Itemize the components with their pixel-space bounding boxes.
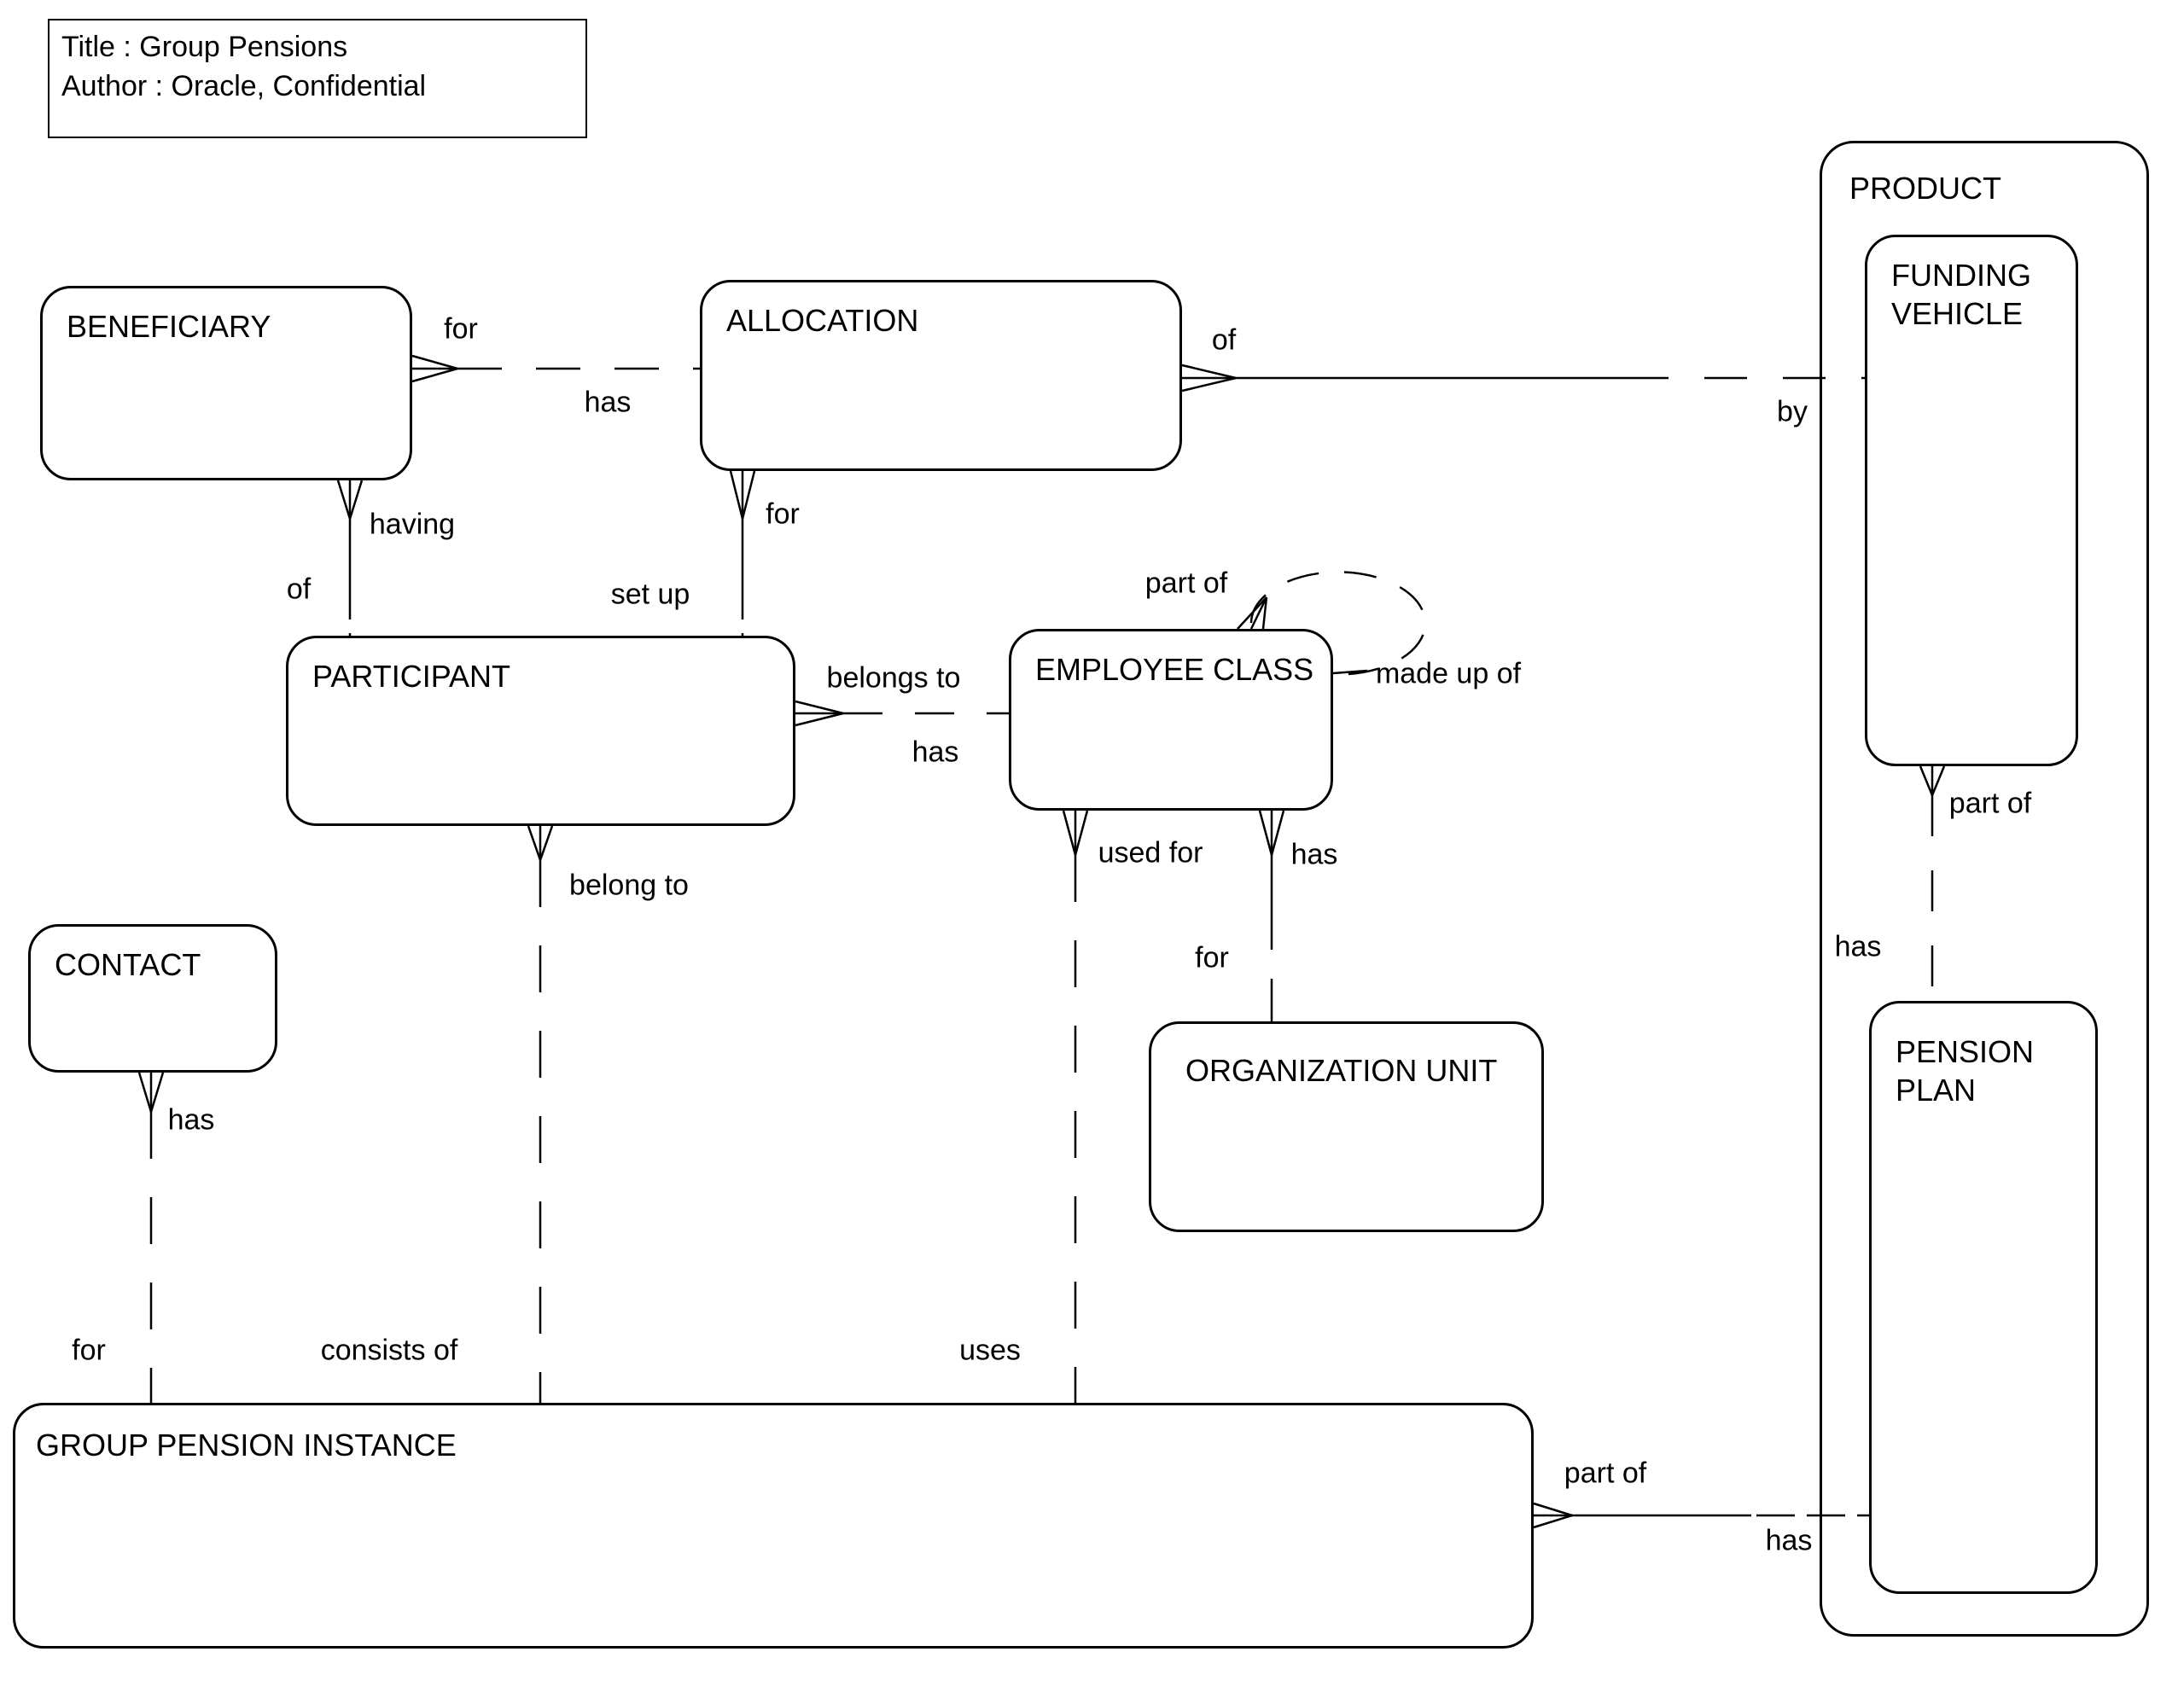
rel-label-alloc-fv-of: of bbox=[1211, 323, 1237, 357]
rel-label-part-ec-belongs-to: belongs to bbox=[826, 661, 961, 695]
entity-employee-class-label: EMPLOYEE CLASS bbox=[1035, 652, 1314, 687]
entity-employee-class[interactable]: EMPLOYEE CLASS bbox=[1009, 629, 1333, 811]
rel-label-ec-ou-for: for bbox=[1195, 941, 1229, 974]
crows-foot-beneficiary-bottom-icon bbox=[336, 480, 364, 520]
line-employeeclass-self-tick bbox=[1332, 669, 1368, 675]
crows-foot-employeeclass-bottomright-icon bbox=[1258, 810, 1285, 856]
entity-beneficiary[interactable]: BENEFICIARY bbox=[40, 286, 412, 480]
rel-label-part-gpi-consists-of: consists of bbox=[320, 1334, 458, 1367]
rel-label-ben-part-having: having bbox=[369, 508, 456, 541]
rel-label-contact-gpi-has: has bbox=[167, 1103, 215, 1137]
rel-label-ben-part-of: of bbox=[286, 573, 312, 606]
entity-contact-label: CONTACT bbox=[55, 947, 201, 982]
entity-organization-unit[interactable]: ORGANIZATION UNIT bbox=[1149, 1021, 1544, 1232]
diagram-title: Title : Group Pensions bbox=[61, 31, 348, 63]
rel-label-ec-ou-has: has bbox=[1290, 838, 1338, 871]
entity-beneficiary-label: BENEFICIARY bbox=[67, 309, 271, 344]
rel-label-ec-self-part-of: part of bbox=[1144, 567, 1228, 600]
rel-label-alloc-part-setup: set up bbox=[610, 578, 690, 611]
entity-pension-plan[interactable]: PENSION PLAN bbox=[1869, 1001, 2098, 1594]
diagram-author: Author : Oracle, Confidential bbox=[61, 70, 427, 103]
rel-label-fv-pp-has: has bbox=[1834, 930, 1882, 963]
rel-label-fv-pp-part-of: part of bbox=[1948, 787, 2032, 820]
rel-label-contact-gpi-for: for bbox=[72, 1334, 106, 1367]
rel-label-part-gpi-belong-to: belong to bbox=[569, 869, 689, 902]
crows-foot-gpi-right-icon bbox=[1533, 1502, 1573, 1529]
entity-funding-vehicle[interactable]: FUNDING VEHICLE bbox=[1865, 235, 2078, 766]
crows-foot-participant-bottom-icon bbox=[527, 825, 554, 861]
rel-label-gpi-pp-has: has bbox=[1765, 1524, 1813, 1557]
rel-label-ec-gpi-uses: uses bbox=[959, 1334, 1021, 1367]
entity-funding-vehicle-label-line2: VEHICLE bbox=[1891, 296, 2024, 331]
entity-allocation[interactable]: ALLOCATION bbox=[700, 280, 1182, 471]
entity-funding-vehicle-label-line1: FUNDING bbox=[1891, 258, 2031, 293]
rel-label-ec-gpi-used-for: used for bbox=[1098, 836, 1203, 869]
crows-foot-fundingvehicle-bottom-icon bbox=[1919, 765, 1946, 796]
entity-group-pension-instance-label: GROUP PENSION INSTANCE bbox=[36, 1428, 457, 1463]
crows-foot-participant-right-icon bbox=[795, 700, 844, 727]
rel-label-alloc-part-for: for bbox=[766, 497, 800, 531]
entity-allocation-label: ALLOCATION bbox=[726, 303, 919, 338]
entity-participant-label: PARTICIPANT bbox=[312, 659, 511, 694]
rel-label-ec-self-made-up-of: made up of bbox=[1375, 657, 1522, 690]
rel-label-part-ec-has: has bbox=[911, 736, 959, 769]
entity-product[interactable]: PRODUCT bbox=[1820, 141, 2149, 1637]
entity-pension-plan-label-line2: PLAN bbox=[1896, 1073, 1977, 1108]
entity-contact[interactable]: CONTACT bbox=[28, 924, 277, 1073]
crows-foot-employeeclass-bottomleft-icon bbox=[1062, 810, 1089, 856]
entity-organization-unit-label: ORGANIZATION UNIT bbox=[1185, 1053, 1498, 1088]
entity-pension-plan-label-line1: PENSION bbox=[1896, 1034, 2035, 1069]
diagram-title-block: Title : Group Pensions Author : Oracle, … bbox=[48, 19, 587, 138]
crows-foot-allocation-right-icon bbox=[1181, 363, 1237, 393]
entity-participant[interactable]: PARTICIPANT bbox=[286, 636, 795, 826]
crows-foot-contact-bottom-icon bbox=[137, 1072, 165, 1113]
rel-label-gpi-pp-part-of: part of bbox=[1564, 1457, 1647, 1490]
entity-product-label: PRODUCT bbox=[1849, 171, 2001, 206]
crows-foot-beneficiary-right-icon bbox=[411, 354, 458, 383]
rel-label-ben-alloc-for: for bbox=[444, 312, 478, 346]
rel-label-alloc-fv-by: by bbox=[1777, 395, 1808, 428]
entity-group-pension-instance[interactable]: GROUP PENSION INSTANCE bbox=[13, 1403, 1534, 1649]
crows-foot-allocation-bottom-icon bbox=[729, 470, 756, 520]
rel-label-ben-alloc-has: has bbox=[584, 386, 632, 419]
line-employeeclass-self-loop bbox=[1249, 571, 1427, 676]
